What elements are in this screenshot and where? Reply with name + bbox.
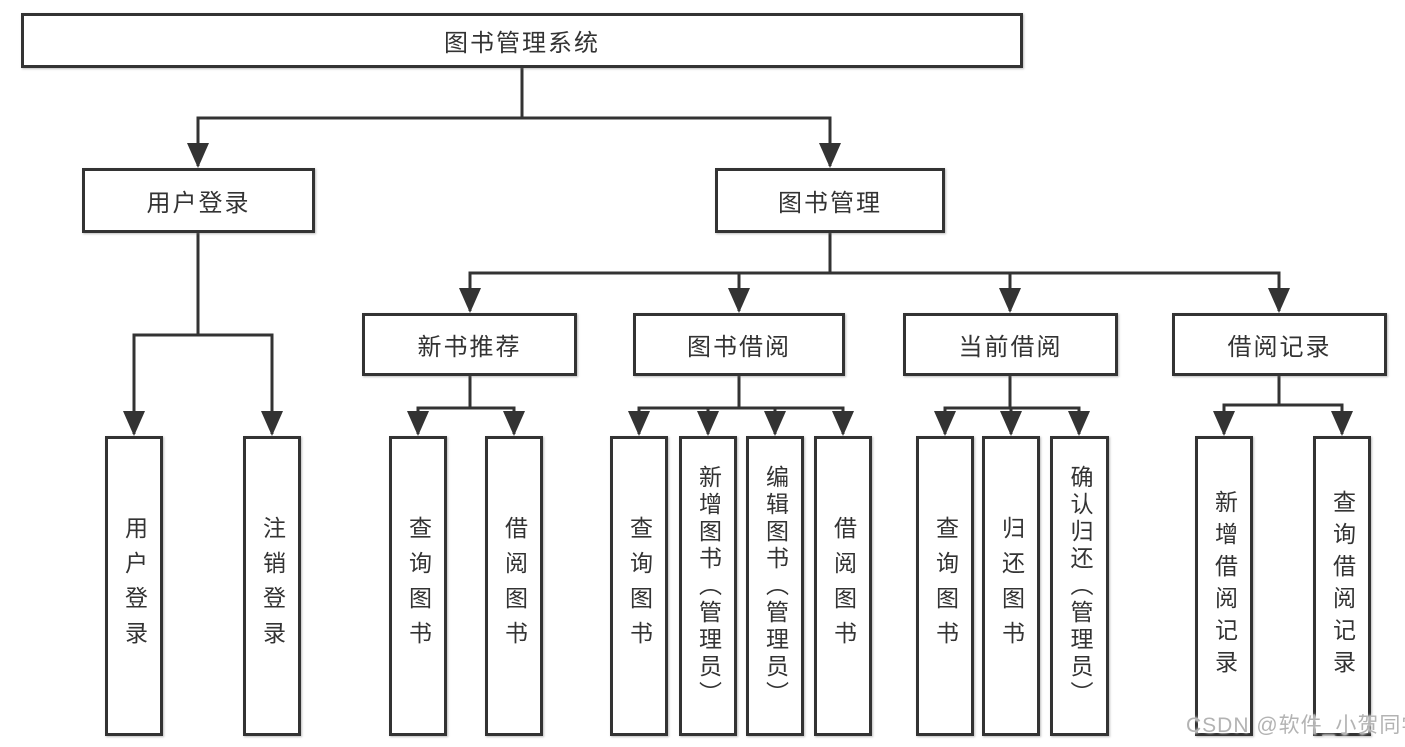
leaf-add-books-admin: 新增图书（管理员） [679, 436, 737, 736]
node-user-login: 用户登录 [82, 168, 315, 233]
node-book-borrowing-label: 图书借阅 [687, 334, 791, 361]
leaf-add-borrow-record-label: 新增借阅记录 [1211, 490, 1238, 682]
node-borrow-records-label: 借阅记录 [1227, 334, 1332, 361]
leaf-query-books-2-label: 查询图书 [626, 516, 653, 656]
leaf-edit-books-admin: 编辑图书（管理员） [746, 436, 804, 736]
node-book-borrowing: 图书借阅 [633, 313, 845, 376]
leaf-return-books: 归还图书 [982, 436, 1040, 736]
leaf-logout: 注销登录 [243, 436, 301, 736]
node-root-label: 图书管理系统 [444, 30, 600, 57]
leaf-add-books-admin-label: 新增图书（管理员） [695, 464, 722, 708]
node-new-book-recommend: 新书推荐 [362, 313, 577, 376]
leaf-query-books-2: 查询图书 [610, 436, 668, 736]
leaf-query-books-1: 查询图书 [389, 436, 447, 736]
arrowheads [123, 143, 1353, 436]
leaf-user-login: 用户登录 [105, 436, 163, 736]
leaf-return-books-label: 归还图书 [998, 516, 1025, 656]
leaf-logout-label: 注销登录 [259, 516, 286, 656]
node-root-library-system: 图书管理系统 [21, 13, 1023, 68]
csdn-watermark: CSDN @软件_小贺同学 [1186, 714, 1405, 737]
node-book-management: 图书管理 [715, 168, 945, 233]
node-user-login-label: 用户登录 [146, 190, 251, 217]
leaf-query-borrow-record-label: 查询借阅记录 [1329, 490, 1356, 682]
node-current-borrowing-label: 当前借阅 [958, 334, 1063, 361]
leaf-borrow-books-2-label: 借阅图书 [830, 516, 857, 656]
leaf-confirm-return-admin-label: 确认归还（管理员） [1067, 464, 1093, 708]
leaf-query-borrow-record: 查询借阅记录 [1313, 436, 1371, 736]
leaf-query-books-3-label: 查询图书 [932, 516, 959, 656]
leaf-borrow-books-2: 借阅图书 [814, 436, 872, 736]
leaf-add-borrow-record: 新增借阅记录 [1195, 436, 1253, 736]
node-book-management-label: 图书管理 [778, 190, 882, 217]
leaf-borrow-books-1: 借阅图书 [485, 436, 543, 736]
leaf-confirm-return-admin: 确认归还（管理员） [1050, 436, 1109, 736]
leaf-user-login-label: 用户登录 [121, 516, 148, 656]
node-borrow-records: 借阅记录 [1172, 313, 1387, 376]
node-current-borrowing: 当前借阅 [903, 313, 1118, 376]
node-new-book-recommend-label: 新书推荐 [417, 334, 522, 361]
leaf-edit-books-admin-label: 编辑图书（管理员） [762, 464, 789, 708]
leaf-query-books-1-label: 查询图书 [405, 516, 432, 656]
leaf-borrow-books-1-label: 借阅图书 [501, 516, 528, 656]
leaf-query-books-3: 查询图书 [916, 436, 974, 736]
